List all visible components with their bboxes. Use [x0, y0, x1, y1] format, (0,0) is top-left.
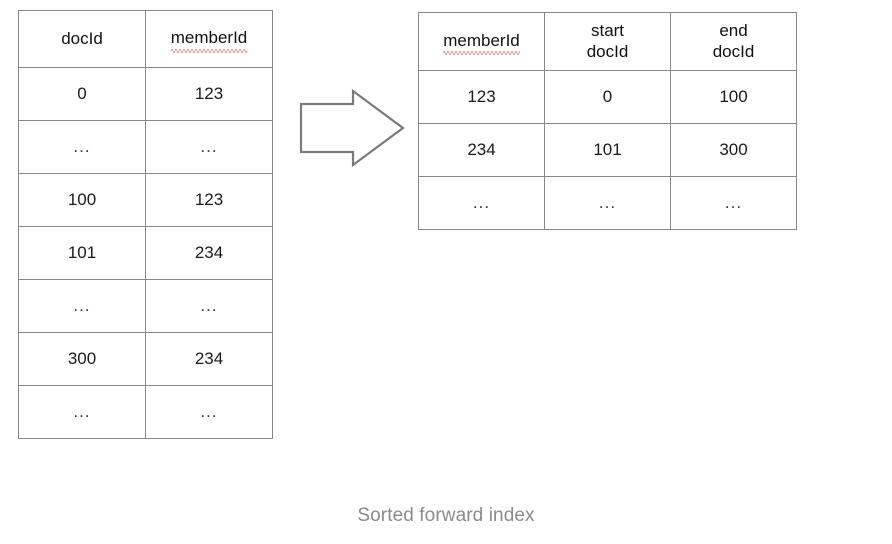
cell-docid: 300: [18, 332, 146, 386]
cell-memberid: ...: [145, 385, 273, 439]
cell-end-docid: 300: [670, 123, 797, 177]
diagram-caption: Sorted forward index: [357, 505, 535, 526]
cell-memberid: 234: [145, 332, 273, 386]
table-row: ... ...: [18, 120, 273, 174]
cell-docid: 101: [18, 226, 146, 280]
column-header-start-docid-line1: start: [590, 21, 625, 41]
table-header-row: docId memberId: [18, 10, 273, 68]
cell-docid: 0: [18, 67, 146, 121]
cell-memberid: 234: [145, 226, 273, 280]
cell-docid: 100: [18, 173, 146, 227]
table-row: 300 234: [18, 332, 273, 386]
column-header-memberid: memberId: [145, 10, 273, 68]
table-header-row: memberId start docId end docId: [418, 12, 797, 71]
cell-end-docid: ...: [670, 176, 797, 230]
table-row: 0 123: [18, 67, 273, 121]
table-row: 234 101 300: [418, 123, 797, 177]
sorted-range-table: memberId start docId end docId 123 0 100…: [418, 12, 797, 230]
table-row: 123 0 100: [418, 70, 797, 124]
cell-memberid: ...: [145, 279, 273, 333]
cell-start-docid: 101: [544, 123, 671, 177]
cell-docid: ...: [18, 385, 146, 439]
table-row: ... ...: [18, 385, 273, 439]
column-header-docid: docId: [18, 10, 146, 68]
column-header-end-docid: end docId: [670, 12, 797, 71]
table-row: ... ...: [18, 279, 273, 333]
cell-start-docid: ...: [544, 176, 671, 230]
column-header-memberid-label: memberId: [443, 31, 520, 56]
column-header-end-docid-line2: docId: [712, 41, 755, 61]
column-header-docid-label: docId: [61, 28, 103, 48]
cell-memberid: 123: [145, 173, 273, 227]
cell-end-docid: 100: [670, 70, 797, 124]
cell-docid: ...: [18, 120, 146, 174]
cell-memberid: 123: [418, 70, 545, 124]
column-header-start-docid-line2: docId: [586, 41, 629, 61]
right-block-arrow-icon: [297, 88, 407, 168]
column-header-memberid: memberId: [418, 12, 545, 71]
table-row: 101 234: [18, 226, 273, 280]
cell-memberid: ...: [418, 176, 545, 230]
cell-memberid: ...: [145, 120, 273, 174]
table-row: 100 123: [18, 173, 273, 227]
cell-start-docid: 0: [544, 70, 671, 124]
cell-memberid: 123: [145, 67, 273, 121]
forward-index-table: docId memberId 0 123 ... ... 100 123 101…: [18, 10, 273, 439]
cell-memberid: 234: [418, 123, 545, 177]
cell-docid: ...: [18, 279, 146, 333]
column-header-start-docid: start docId: [544, 12, 671, 71]
column-header-end-docid-line1: end: [719, 21, 748, 41]
table-row: ... ... ...: [418, 176, 797, 230]
column-header-memberid-label: memberId: [170, 28, 247, 53]
